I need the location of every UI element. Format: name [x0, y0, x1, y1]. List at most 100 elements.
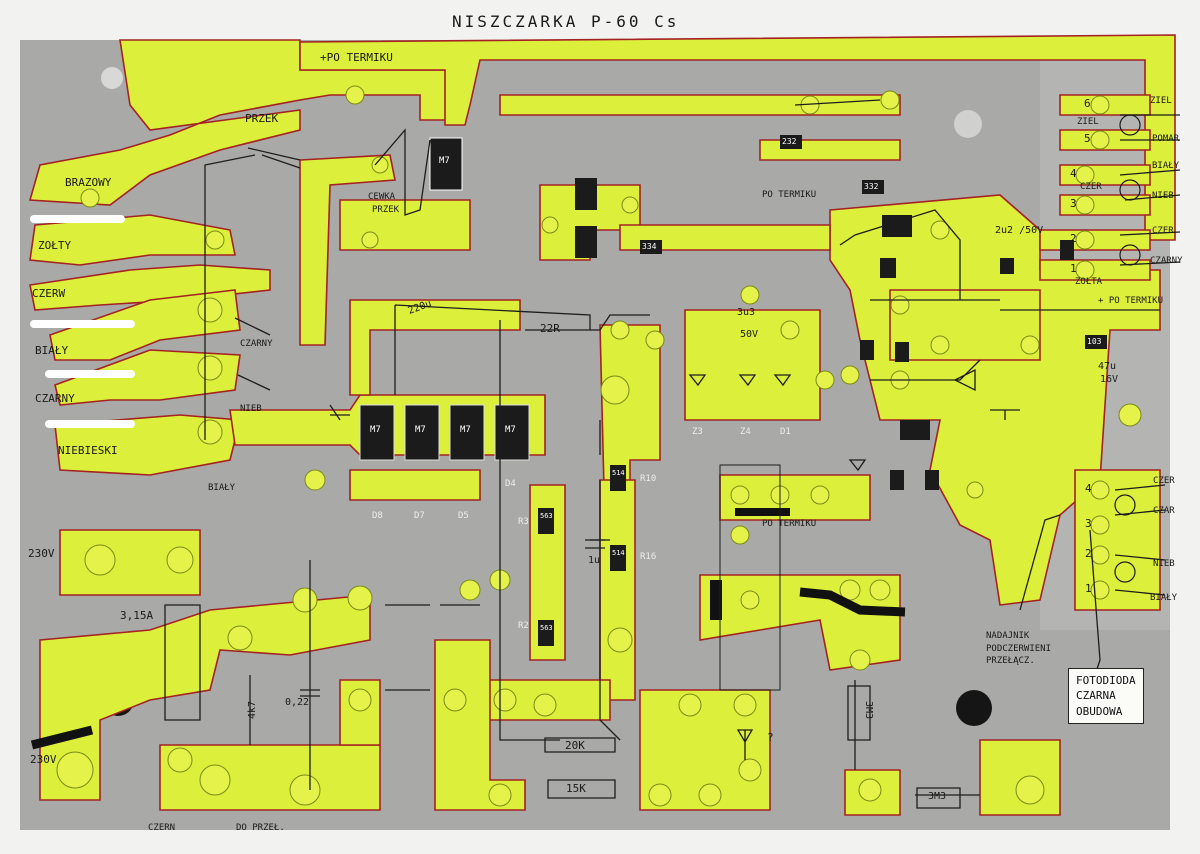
trace-cap-area [349, 299, 521, 396]
label-led-question: ? [767, 731, 774, 744]
note-nadajnik-line: PRZEŁĄCZ. [986, 656, 1035, 667]
wire-stubs [30, 215, 135, 428]
wire-label-brazowy: BRAZOWY [65, 176, 112, 189]
thick-jumper [30, 725, 94, 750]
diagram-title: NISZCZARKA P-60 Cs [452, 12, 680, 31]
label-cap-022: 0,22 [285, 697, 310, 708]
smd-components [30, 135, 1107, 750]
marking-d4-m7: M7 [505, 425, 516, 435]
smd-resistor-232 [780, 135, 802, 149]
label-r-22r: 22R [540, 322, 560, 335]
smd-resistor-563b [538, 620, 554, 646]
trace-czarny [54, 349, 241, 406]
mounting-hole [954, 110, 982, 138]
trace-czerw [29, 264, 271, 311]
mounting-hole [101, 67, 123, 89]
label-cap-2u2: 2u2 /50V [995, 225, 1044, 236]
label-bialy-right: BIAŁY [1152, 161, 1180, 171]
label-czern: CZERN [148, 823, 176, 833]
label-230v-b: 230V [30, 753, 57, 766]
marking-smd-232: 232 [782, 137, 797, 146]
note-nadajnik-line: PODCZERWIENI [986, 643, 1052, 654]
label-cap-3u3-v: 50V [740, 329, 759, 340]
label-czer-bottom: CZER [1153, 476, 1175, 486]
trace-zolty [29, 214, 236, 266]
label-pomar: POMAR [1152, 134, 1180, 144]
designator-z4: Z4 [740, 427, 751, 437]
trace-power-left [39, 594, 371, 801]
label-czarny-arrow: CZARNY [240, 339, 273, 349]
pin-number: 3 [1070, 197, 1077, 210]
smd-resistor-563 [538, 508, 554, 534]
label-r-4k7: 4k7 [247, 700, 259, 720]
designator-r3: R3 [518, 517, 529, 527]
pin-number: 4 [1085, 482, 1092, 495]
marking-smd-563b: 563 [540, 624, 553, 632]
thick-jumper [735, 508, 790, 516]
smd-resistor-332 [862, 180, 884, 194]
label-r-15k: 15K [566, 782, 586, 795]
wire-label-bialy: BIAŁY [35, 344, 69, 357]
pin-number: 6 [1084, 97, 1091, 110]
note-fotodioda-line: CZARNA [1076, 689, 1116, 703]
note-fotodioda-line: OBUDOWA [1076, 704, 1123, 718]
marking-smd-514: 514 [612, 469, 625, 477]
marking-d5-m7: M7 [460, 425, 471, 435]
pin-number: 1 [1085, 582, 1092, 595]
relay-m7 [429, 137, 463, 191]
marking-d7-m7: M7 [415, 425, 426, 435]
label-r-3m3: 3M3 [863, 700, 875, 720]
trace-bottom-left [159, 744, 381, 811]
label-cap-47u-v: 16V [1100, 374, 1119, 385]
diode-d4 [494, 404, 530, 461]
trace-514-column [599, 479, 636, 701]
smd-resistor [890, 470, 904, 490]
label-po-termiku-top: +PO TERMIKU [320, 51, 393, 64]
trace-pin2 [1039, 229, 1151, 251]
diode-d5 [449, 404, 485, 461]
note-fotodioda: FOTODIODA CZARNA OBUDOWA [1068, 668, 1144, 725]
label-czarny-right: CZARNY [1150, 256, 1183, 266]
thick-jumper [799, 587, 906, 617]
led-symbols [1114, 114, 1141, 583]
label-czer-right-2: CZER [1152, 226, 1174, 236]
label-cewka-przek: PRZEK [372, 205, 400, 215]
label-r-20k: 20K [565, 739, 585, 752]
marking-smd-103: 103 [1087, 337, 1102, 346]
smd-resistor [925, 470, 939, 490]
trace-lower-right-connector [1074, 469, 1161, 611]
smd-resistor [895, 342, 909, 362]
trace-diode-block [684, 309, 821, 421]
pin-number: 1 [1070, 262, 1077, 275]
note-nadajnik-line: NADAJNIK [986, 631, 1030, 641]
label-po-termiku-upper: PO TERMIKU [762, 190, 817, 200]
transistor [575, 178, 597, 210]
smd-resistor [1000, 258, 1014, 274]
pin-number: 5 [1084, 132, 1091, 145]
marking-smd-563: 563 [540, 512, 553, 520]
pin-number: 4 [1070, 167, 1077, 180]
designator-d4: D4 [505, 479, 516, 489]
marking-smd-334: 334 [642, 242, 657, 251]
wire-label-czarny: CZARNY [35, 392, 75, 405]
label-bialy-arrow: BIAŁY [208, 483, 236, 493]
label-cap-1u: 1u [588, 555, 601, 566]
note-fotodioda-line: FOTODIODA [1076, 674, 1136, 687]
label-nieb-arrow: NIEB [240, 404, 262, 414]
transistor [575, 226, 597, 258]
smd-resistor-334 [640, 240, 662, 254]
label-po-termiku-right: + PO TERMIKU [1098, 296, 1164, 306]
smd-resistor [860, 340, 874, 360]
smd-resistor [1060, 240, 1074, 260]
label-fuse: 3,15A [120, 609, 154, 622]
hand-drawn-wires [164, 99, 1181, 809]
trace-d-row [349, 469, 481, 501]
label-230v: 230V [28, 547, 55, 560]
label-ziel: ZIEL [1150, 96, 1172, 106]
wire-label-zolty: ZOŁTY [38, 239, 72, 252]
label-bialy-bottom: BIAŁY [1150, 593, 1178, 603]
trace-top-bus [299, 34, 1176, 241]
label-zolta: ZOŁTA [1075, 277, 1103, 287]
smd-resistor-103 [1085, 335, 1107, 349]
